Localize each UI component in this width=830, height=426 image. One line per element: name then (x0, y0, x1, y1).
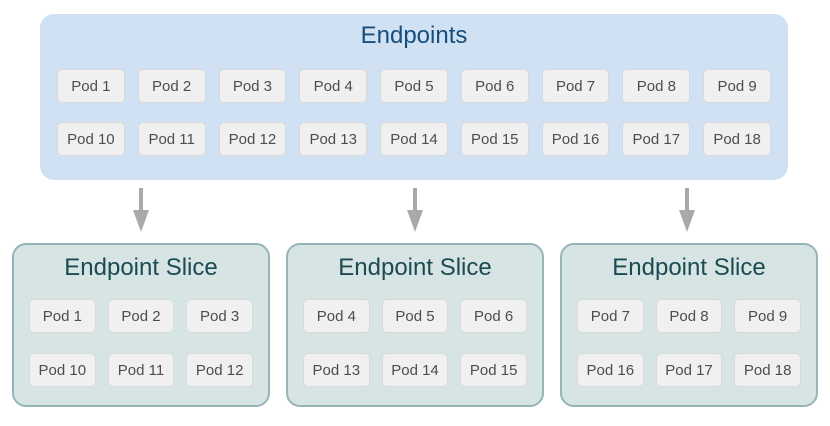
endpoint-slice-pod-grid: Pod 7 Pod 8 Pod 9 Pod 16 Pod 17 Pod 18 (562, 299, 816, 387)
pod-box: Pod 16 (577, 353, 644, 387)
pod-box: Pod 11 (137, 122, 206, 156)
pod-box: Pod 9 (703, 69, 771, 103)
endpoint-slice-2: Endpoint Slice Pod 4 Pod 5 Pod 6 Pod 13 … (286, 243, 544, 407)
pod-box: Pod 2 (107, 299, 175, 333)
down-arrow-icon (679, 188, 695, 232)
pod-box: Pod 7 (577, 299, 644, 333)
pod-box: Pod 1 (29, 299, 96, 333)
pod-box: Pod 11 (107, 353, 175, 387)
endpoint-slice-3: Endpoint Slice Pod 7 Pod 8 Pod 9 Pod 16 … (560, 243, 818, 407)
pod-box: Pod 15 (460, 353, 527, 387)
pod-box: Pod 18 (734, 353, 801, 387)
pod-box: Pod 17 (655, 353, 723, 387)
pod-box: Pod 4 (299, 69, 368, 103)
pod-box: Pod 9 (734, 299, 801, 333)
pod-box: Pod 5 (381, 299, 449, 333)
pod-box: Pod 14 (381, 353, 449, 387)
endpoints-container: Endpoints Pod 1 Pod 2 Pod 3 Pod 4 Pod 5 … (40, 14, 788, 180)
pod-box: Pod 8 (622, 69, 691, 103)
pod-box: Pod 7 (541, 69, 610, 103)
endpoints-title: Endpoints (360, 22, 468, 49)
endpoint-slice-title: Endpoint Slice (64, 254, 218, 281)
pod-box: Pod 6 (460, 69, 529, 103)
pod-box: Pod 3 (218, 69, 287, 103)
pod-box: Pod 10 (57, 122, 125, 156)
pod-box: Pod 17 (622, 122, 691, 156)
pod-box: Pod 10 (29, 353, 96, 387)
pod-box: Pod 5 (380, 69, 448, 103)
pod-box: Pod 8 (655, 299, 723, 333)
down-arrow-icon (133, 188, 149, 232)
pod-box: Pod 1 (57, 69, 125, 103)
pod-box: Pod 12 (186, 353, 253, 387)
pod-box: Pod 13 (299, 122, 368, 156)
endpoint-slice-1: Endpoint Slice Pod 1 Pod 2 Pod 3 Pod 10 … (12, 243, 270, 407)
endpoint-slice-title: Endpoint Slice (612, 254, 766, 281)
pod-box: Pod 12 (218, 122, 287, 156)
pod-box: Pod 4 (303, 299, 370, 333)
endpoint-slice-pod-grid: Pod 4 Pod 5 Pod 6 Pod 13 Pod 14 Pod 15 (288, 299, 542, 387)
down-arrow-icon (407, 188, 423, 232)
pod-box: Pod 14 (380, 122, 448, 156)
pod-box: Pod 15 (460, 122, 529, 156)
pod-box: Pod 3 (186, 299, 253, 333)
endpoints-pod-grid: Pod 1 Pod 2 Pod 3 Pod 4 Pod 5 Pod 6 Pod … (40, 69, 788, 156)
pod-box: Pod 2 (137, 69, 206, 103)
pod-box: Pod 16 (541, 122, 610, 156)
pod-box: Pod 6 (460, 299, 527, 333)
pod-box: Pod 13 (303, 353, 370, 387)
pod-box: Pod 18 (703, 122, 771, 156)
endpoint-slice-title: Endpoint Slice (338, 254, 492, 281)
endpoint-slice-pod-grid: Pod 1 Pod 2 Pod 3 Pod 10 Pod 11 Pod 12 (14, 299, 268, 387)
